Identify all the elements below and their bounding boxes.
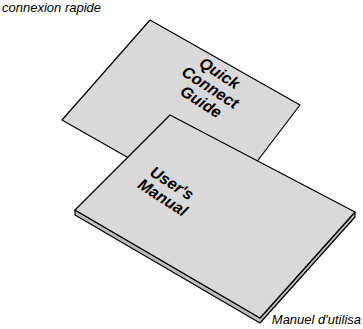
booklet-outline <box>75 115 357 325</box>
booklet: User's Manual <box>75 115 357 325</box>
caption-label: connexion rapide <box>0 0 103 15</box>
caption-label: Manuel d'utilisa <box>270 312 363 327</box>
booklet-cover <box>75 115 355 318</box>
